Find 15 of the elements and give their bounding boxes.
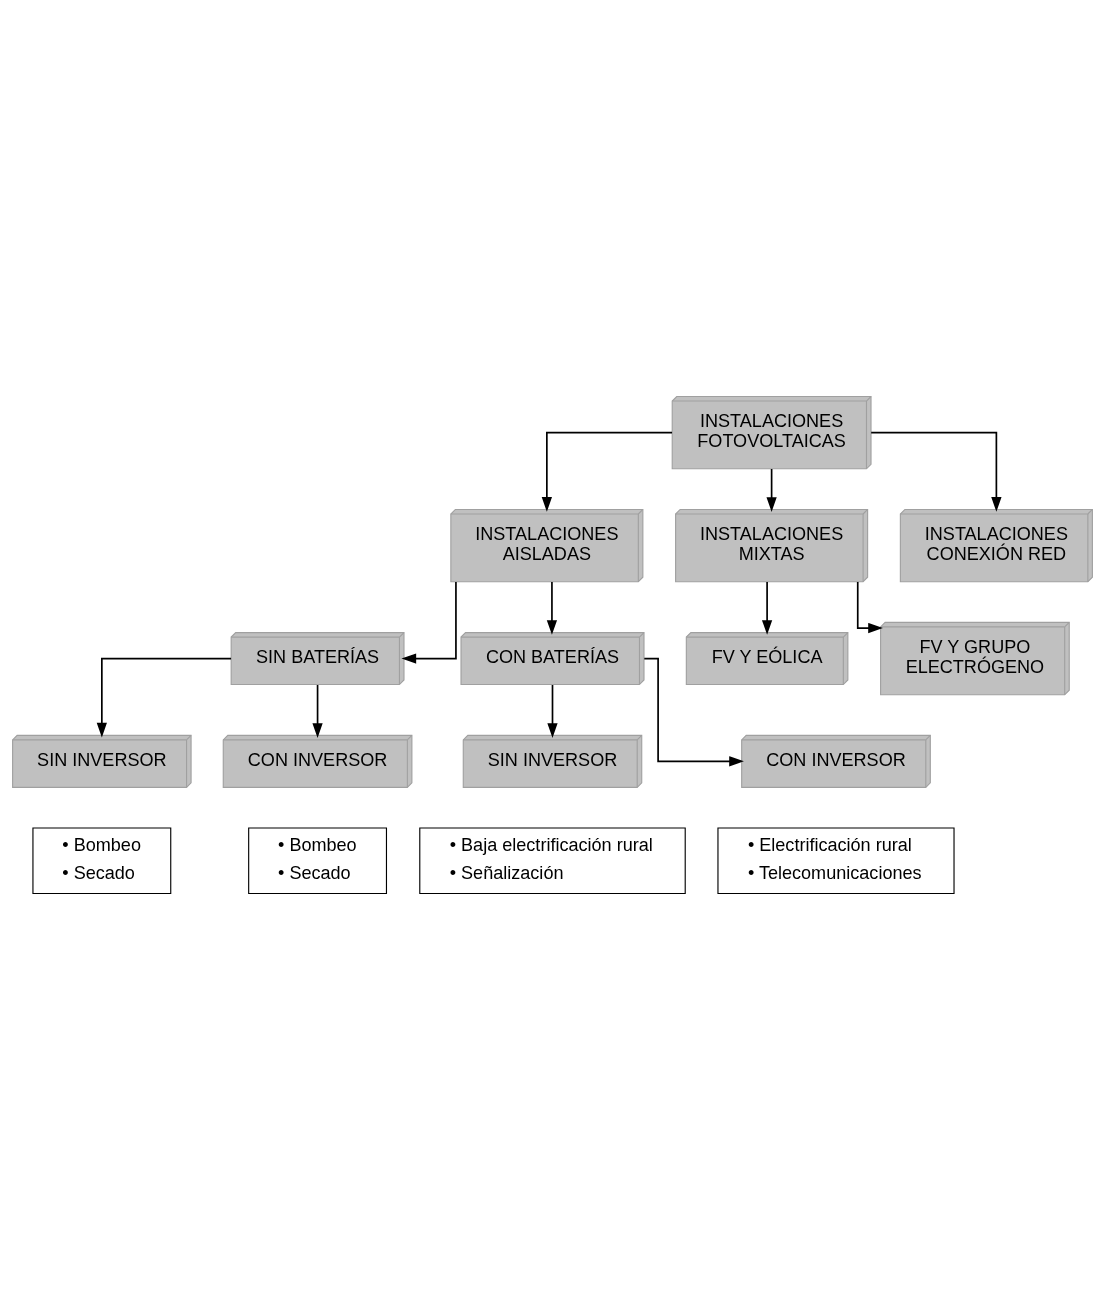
arrow	[312, 683, 323, 738]
arrow	[761, 580, 773, 635]
node-box: • Electrificación rural • Telecomunicaciones	[717, 826, 955, 894]
arrow	[856, 580, 883, 633]
node-box: • Baja electrificación rural • Señalización	[419, 826, 686, 894]
arrow	[547, 683, 558, 738]
node-box: • Bombeo • Secado	[248, 826, 388, 894]
arrow	[870, 431, 1002, 512]
arrow	[766, 467, 777, 512]
node-box: • Bombeo • Secado	[32, 826, 172, 894]
arrow	[96, 657, 232, 737]
arrow	[546, 580, 558, 635]
arrow	[541, 431, 673, 512]
arrow	[401, 580, 457, 664]
arrow	[643, 657, 744, 766]
